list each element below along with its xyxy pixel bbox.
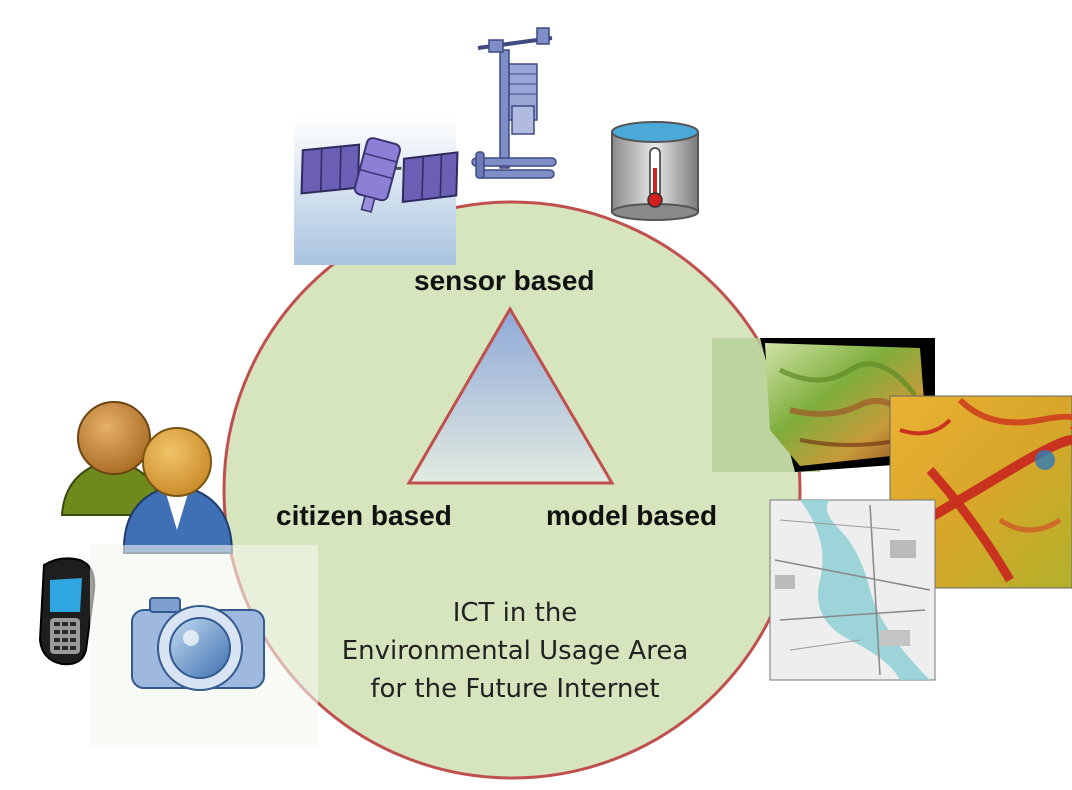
model-based-label: model based (546, 500, 718, 531)
topographic-map-icon (769, 499, 936, 681)
users-icon (60, 401, 234, 554)
mobile-phone-icon (38, 557, 96, 666)
camera-icon (90, 545, 318, 745)
terrain-3d-map-icon (712, 338, 935, 472)
caption-line: ICT in the (452, 598, 578, 628)
weather-station-icon (465, 14, 563, 184)
water-tank-thermometer-icon (610, 121, 700, 221)
main-circle (222, 200, 802, 780)
center-caption: ICT in the Environmental Usage Area for … (300, 594, 730, 708)
satellite-icon (294, 117, 459, 265)
sensor-based-label: sensor based (414, 265, 595, 296)
citizen-based-label: citizen based (276, 500, 452, 531)
concept-triangle (406, 306, 615, 485)
caption-line: for the Future Internet (370, 674, 660, 704)
caption-line: Environmental Usage Area (341, 636, 689, 666)
